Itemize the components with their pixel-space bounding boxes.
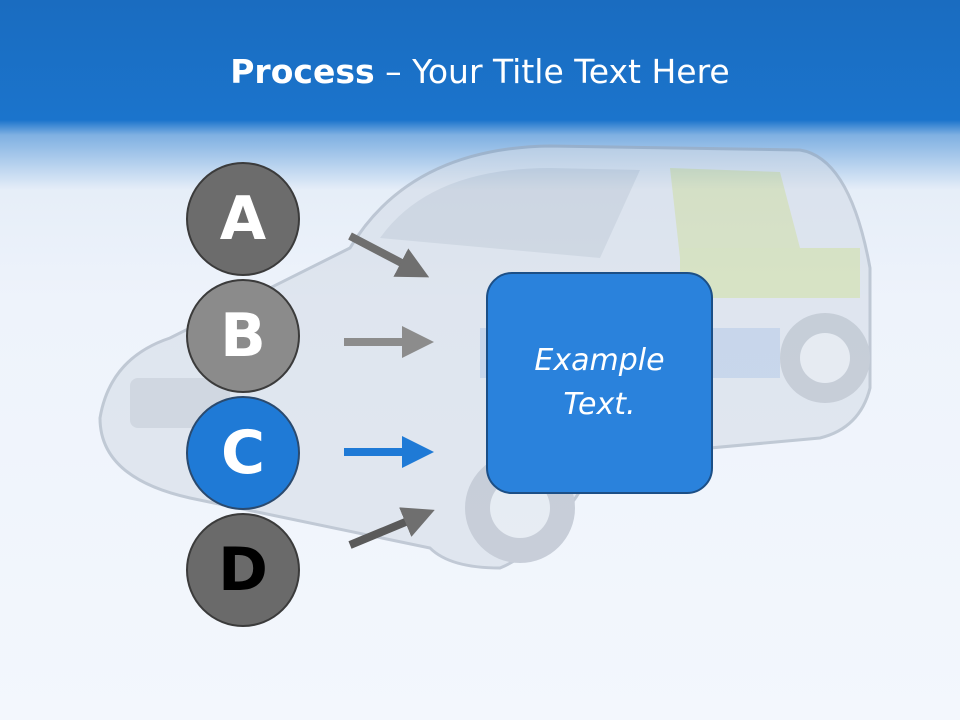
step-d-circle: D [186, 513, 300, 627]
title-rest: – Your Title Text Here [374, 52, 730, 91]
step-a-circle: A [186, 162, 300, 276]
title-bold: Process [230, 52, 375, 91]
arrow-a [348, 232, 430, 278]
example-text-box: Example Text. [486, 272, 713, 494]
step-c-circle: C [186, 396, 300, 510]
slide-title: Process – Your Title Text Here [0, 52, 960, 91]
step-b-circle: B [186, 279, 300, 393]
arrow-d [348, 507, 435, 549]
